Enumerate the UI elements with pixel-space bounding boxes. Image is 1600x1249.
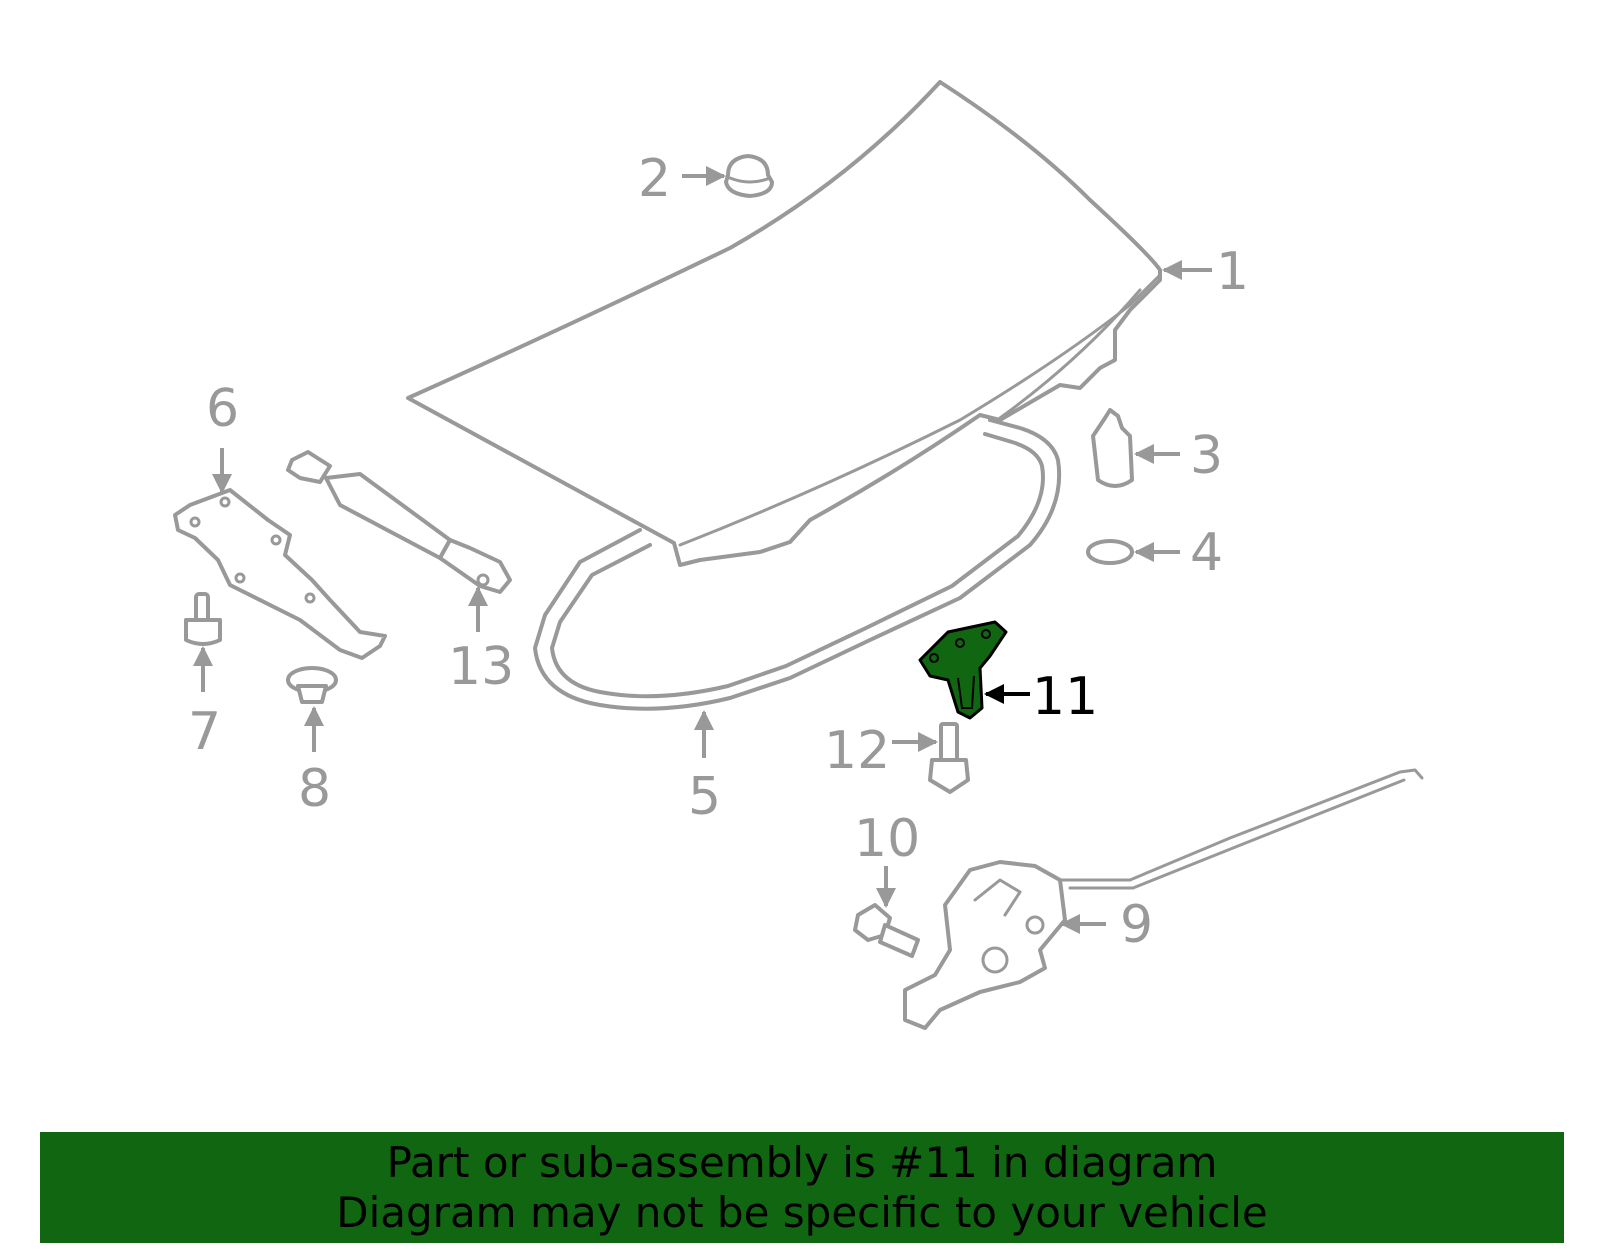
callout-5: 5	[688, 767, 721, 827]
banner-line-1: Part or sub-assembly is #11 in diagram	[386, 1137, 1218, 1187]
part-5-weatherstrip	[533, 418, 1062, 711]
part-13-gas-strut	[286, 450, 512, 594]
part-1-trunk-lid	[406, 80, 1162, 567]
part-3-bumper-stop	[1091, 408, 1134, 488]
part-10-bolt	[853, 903, 920, 958]
banner-line-2: Diagram may not be specific to your vehi…	[336, 1187, 1268, 1237]
callout-4: 4	[1190, 523, 1223, 583]
part-7-stud	[184, 592, 222, 646]
callout-10: 10	[854, 809, 920, 869]
info-banner: Part or sub-assembly is #11 in diagram D…	[40, 1132, 1564, 1243]
part-4-ring	[1086, 539, 1134, 565]
callout-1: 1	[1216, 242, 1249, 302]
part-9-latch	[903, 768, 1424, 1030]
callout-7: 7	[188, 702, 221, 762]
callout-3: 3	[1190, 426, 1223, 486]
part-6-hinge	[173, 488, 387, 660]
part-11-striker	[918, 620, 1008, 720]
callout-9: 9	[1120, 895, 1153, 955]
callout-13: 13	[448, 637, 514, 697]
callout-12: 12	[824, 721, 890, 781]
part-8-grommet	[286, 666, 338, 704]
callout-8: 8	[298, 759, 331, 819]
part-12-bolt	[928, 722, 970, 794]
callout-6: 6	[206, 379, 239, 439]
part-2-plug	[724, 154, 774, 198]
callout-11: 11	[1032, 667, 1098, 727]
callout-2: 2	[638, 149, 671, 209]
